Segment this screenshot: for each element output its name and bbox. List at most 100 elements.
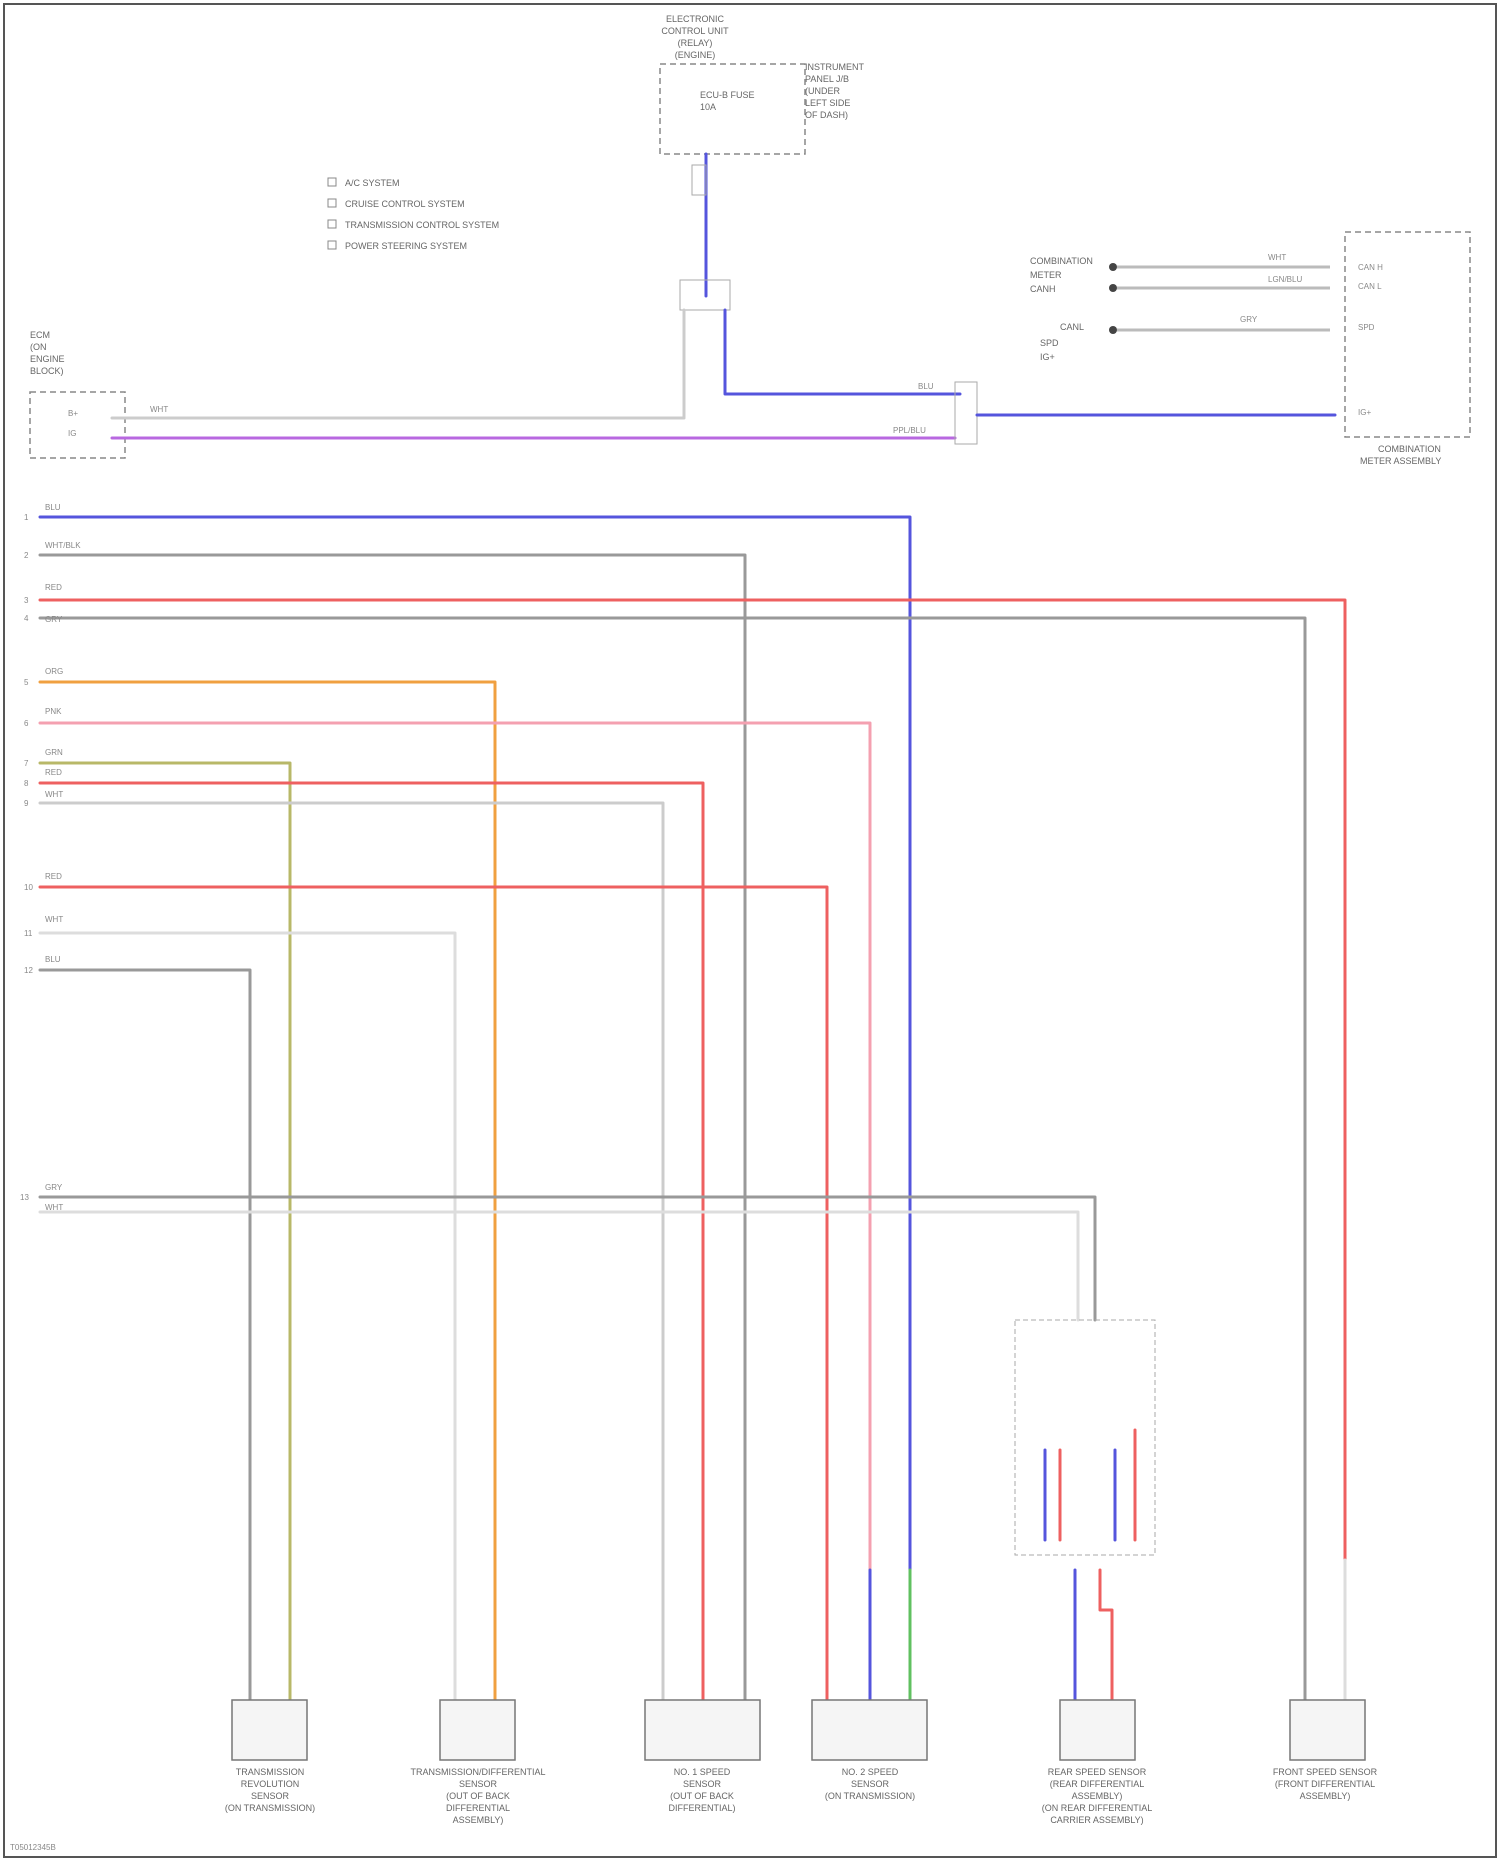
legend-box-1 (328, 178, 336, 186)
main-wiring: BLU 1 WHT/BLK 2 RED 3 GRY 4 ORG 5 PNK 6 … (20, 503, 1345, 1710)
top-module-label-1: ELECTRONIC (666, 14, 725, 24)
pin-13: 13 (20, 1193, 29, 1202)
junction-connector (955, 382, 977, 444)
right-module-label-2: METER ASSEMBLY (1360, 456, 1441, 466)
component-6-label-2: (FRONT DIFFERENTIAL (1275, 1779, 1375, 1789)
right-module-pin-4: IG+ (1358, 408, 1371, 417)
pin-6: 6 (24, 719, 29, 728)
wire-label-14: WHT (45, 1203, 63, 1212)
wire-label-3: RED (45, 583, 62, 592)
top-gray-to-ecm (112, 310, 684, 418)
wire-row-14-lightgray (40, 1212, 1078, 1320)
component-4-label-3: (ON TRANSMISSION) (825, 1791, 915, 1801)
component-1-label-4: (ON TRANSMISSION) (225, 1803, 315, 1813)
right-module-pin-3: SPD (1358, 323, 1375, 332)
wire-label-5: ORG (45, 667, 63, 676)
meter-dot-2 (1109, 284, 1117, 292)
left-module-label-1: ECM (30, 330, 50, 340)
component-6-label-3: ASSEMBLY) (1300, 1791, 1351, 1801)
wire-row-2-gray (40, 555, 745, 1710)
wire-label-13: GRY (45, 1183, 63, 1192)
wire-label-10: RED (45, 872, 62, 881)
meter-left-label-2: METER (1030, 270, 1062, 280)
component-2-label-2: SENSOR (459, 1779, 498, 1789)
wire-label-12: BLU (45, 955, 61, 964)
meter-wire-label-1: WHT (1268, 253, 1286, 262)
pin-10: 10 (24, 883, 33, 892)
top-module-inner-2: 10A (700, 102, 716, 112)
top-module: ELECTRONIC CONTROL UNIT (RELAY) (ENGINE)… (660, 14, 864, 154)
component-3-label-3: (OUT OF BACK (670, 1791, 734, 1801)
meter-dot-3 (1109, 326, 1117, 334)
left-module-label-4: BLOCK) (30, 366, 64, 376)
component-3-label-4: DIFFERENTIAL) (668, 1803, 735, 1813)
pin-1: 1 (24, 513, 29, 522)
left-module-label-2: (ON (30, 342, 47, 352)
component-1-box (232, 1700, 307, 1760)
meter-left-label-3: CANH (1030, 284, 1056, 294)
top-module-side-3: (UNDER (805, 86, 840, 96)
pin-2: 2 (24, 551, 29, 560)
meter-wire-label-2: LGN/BLU (1268, 275, 1302, 284)
component-2-label-1: TRANSMISSION/DIFFERENTIAL (410, 1767, 545, 1777)
top-wiring: BLU PPL/BLU WHT (112, 154, 1335, 444)
top-module-side-2: PANEL J/B (805, 74, 849, 84)
component-5-label-2: (REAR DIFFERENTIAL (1050, 1779, 1145, 1789)
legend-item-3: TRANSMISSION CONTROL SYSTEM (345, 220, 499, 230)
rear-junction-block (1015, 1320, 1155, 1710)
meter-dot-1 (1109, 263, 1117, 271)
wire-label-8: RED (45, 768, 62, 777)
right-module-label-1: COMBINATION (1378, 444, 1441, 454)
wire-label-7: GRN (45, 748, 63, 757)
rear-out-red (1100, 1570, 1112, 1710)
legend-box-3 (328, 220, 336, 228)
wire-label-1: BLU (45, 503, 61, 512)
wire-row-10-red (40, 887, 827, 1710)
component-3-label-1: NO. 1 SPEED (674, 1767, 731, 1777)
wire-row-11-lightgray (40, 933, 455, 1710)
pin-8: 8 (24, 779, 29, 788)
pin-5: 5 (24, 678, 29, 687)
meter-left-label-4: CANL (1060, 322, 1084, 332)
top-module-inner-1: ECU-B FUSE (700, 90, 755, 100)
left-module-label-3: ENGINE (30, 354, 65, 364)
component-4-box (812, 1700, 927, 1760)
wire-row-12-gray (40, 970, 250, 1710)
meter-left-label-5: SPD (1040, 338, 1059, 348)
top-module-label-3: (RELAY) (678, 38, 713, 48)
top-module-label-2: CONTROL UNIT (661, 26, 729, 36)
component-2-box (440, 1700, 515, 1760)
top-wire-label-blu: BLU (918, 382, 934, 391)
wire-label-6: PNK (45, 707, 62, 716)
top-wire-label-wht: WHT (150, 405, 168, 414)
wire-row-7-olive (40, 763, 290, 1710)
right-module: CAN H CAN L SPD IG+ COMBINATION METER AS… (1030, 232, 1470, 466)
legend-box-2 (328, 199, 336, 207)
wire-row-8-red (40, 783, 703, 1710)
component-1-label-2: REVOLUTION (241, 1779, 300, 1789)
left-module-pin-1: B+ (68, 409, 78, 418)
pin-4: 4 (24, 614, 29, 623)
wire-label-2: WHT/BLK (45, 541, 81, 550)
component-3-label-2: SENSOR (683, 1779, 722, 1789)
pin-11: 11 (24, 929, 33, 938)
pin-3: 3 (24, 596, 29, 605)
wire-row-1-blue (40, 517, 910, 1570)
component-6-label-1: FRONT SPEED SENSOR (1273, 1767, 1378, 1777)
meter-wire-label-3: GRY (1240, 315, 1258, 324)
component-5-label-3: ASSEMBLY) (1072, 1791, 1123, 1801)
top-wire-label-pur: PPL/BLU (893, 426, 926, 435)
top-module-side-4: LEFT SIDE (805, 98, 850, 108)
pin-7: 7 (24, 759, 29, 768)
component-5-box (1060, 1700, 1135, 1760)
wire-label-4: GRY (45, 615, 63, 624)
wire-row-3-red (40, 600, 1345, 1560)
legend-box-4 (328, 241, 336, 249)
top-module-label-4: (ENGINE) (675, 50, 716, 60)
component-4-label-2: SENSOR (851, 1779, 890, 1789)
component-5-label-4: (ON REAR DIFFERENTIAL (1042, 1803, 1153, 1813)
top-module-side-1: INSTRUMENT (805, 62, 864, 72)
meter-left-label-6: IG+ (1040, 352, 1055, 362)
component-2-label-3: (OUT OF BACK (446, 1791, 510, 1801)
